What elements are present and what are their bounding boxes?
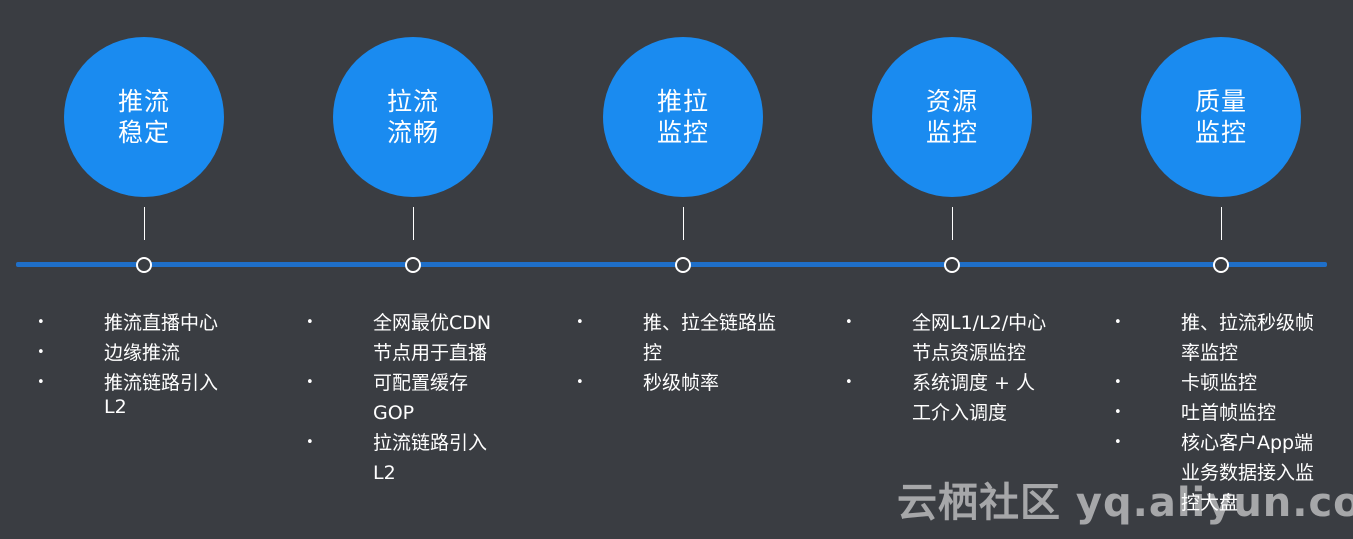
- stage-bullets: • 全网L1/L2/中心节点资源监控 • 系统调度 + 人工介入调度: [845, 308, 1047, 428]
- list-item: • 边缘推流: [37, 342, 181, 364]
- list-item: • 推流直播中心: [37, 312, 219, 334]
- stage-title: 质量 监控: [1194, 87, 1247, 147]
- connector-stem: [952, 207, 953, 240]
- stage-title: 推流 稳定: [117, 87, 170, 147]
- timeline-node: [405, 257, 421, 273]
- connector-stem: [144, 207, 145, 240]
- stage-bullets: • 推、拉全链路监控 • 秒级帧率: [576, 308, 778, 398]
- list-item: • 卡顿监控: [1114, 372, 1258, 394]
- connector-stem: [683, 207, 684, 240]
- list-item: • 推、拉流秒级帧率监控: [1114, 312, 1315, 364]
- timeline-node: [136, 257, 152, 273]
- stage-quality-monitoring: 质量 监控 • 推、拉流秒级帧率监控 • 卡顿监控 • 吐首帧监控 • 核心客户…: [1076, 0, 1346, 539]
- stage-bullets: • 推、拉流秒级帧率监控 • 卡顿监控 • 吐首帧监控 • 核心客户App端业务…: [1114, 308, 1316, 518]
- stage-circle: 质量 监控: [1141, 37, 1301, 197]
- stage-title: 资源 监控: [925, 87, 978, 147]
- timeline-node: [675, 257, 691, 273]
- list-item: • 全网最优CDN节点用于直播: [306, 312, 492, 364]
- stage-circle: 推拉 监控: [603, 37, 763, 197]
- stage-title: 拉流 流畅: [386, 87, 439, 147]
- list-item: • 可配置缓存GOP: [306, 372, 469, 424]
- list-item: • 秒级帧率: [576, 372, 720, 394]
- stage-push-stability: 推流 稳定 • 推流直播中心 • 边缘推流 • 推流链路引入L2: [0, 0, 270, 539]
- list-item: • 吐首帧监控: [1114, 402, 1277, 424]
- stage-bullets: • 全网最优CDN节点用于直播 • 可配置缓存GOP • 拉流链路引入L2: [306, 308, 508, 488]
- watermark-text: 云栖社区 yq.aliyun.com: [897, 480, 1353, 526]
- list-item: • 推流链路引入L2: [37, 372, 219, 418]
- timeline-bar: [16, 262, 1327, 267]
- stage-circle: 拉流 流畅: [333, 37, 493, 197]
- connector-stem: [413, 207, 414, 240]
- stage-resource-monitoring: 资源 监控 • 全网L1/L2/中心节点资源监控 • 系统调度 + 人工介入调度: [807, 0, 1077, 539]
- connector-stem: [1221, 207, 1222, 240]
- list-item: • 核心客户App端业务数据接入监控大盘: [1114, 432, 1315, 514]
- list-item: • 拉流链路引入L2: [306, 432, 488, 484]
- stage-bullets: • 推流直播中心 • 边缘推流 • 推流链路引入L2: [37, 308, 239, 419]
- list-item: • 推、拉全链路监控: [576, 312, 777, 364]
- stage-title: 推拉 监控: [656, 87, 709, 147]
- list-item: • 系统调度 + 人工介入调度: [845, 372, 1035, 424]
- timeline-node: [1213, 257, 1229, 273]
- stage-pull-smoothness: 拉流 流畅 • 全网最优CDN节点用于直播 • 可配置缓存GOP • 拉流链路引…: [269, 0, 539, 539]
- list-item: • 全网L1/L2/中心节点资源监控: [845, 312, 1047, 364]
- stage-circle: 推流 稳定: [64, 37, 224, 197]
- stage-circle: 资源 监控: [872, 37, 1032, 197]
- timeline-node: [944, 257, 960, 273]
- stage-push-pull-monitoring: 推拉 监控 • 推、拉全链路监控 • 秒级帧率: [538, 0, 808, 539]
